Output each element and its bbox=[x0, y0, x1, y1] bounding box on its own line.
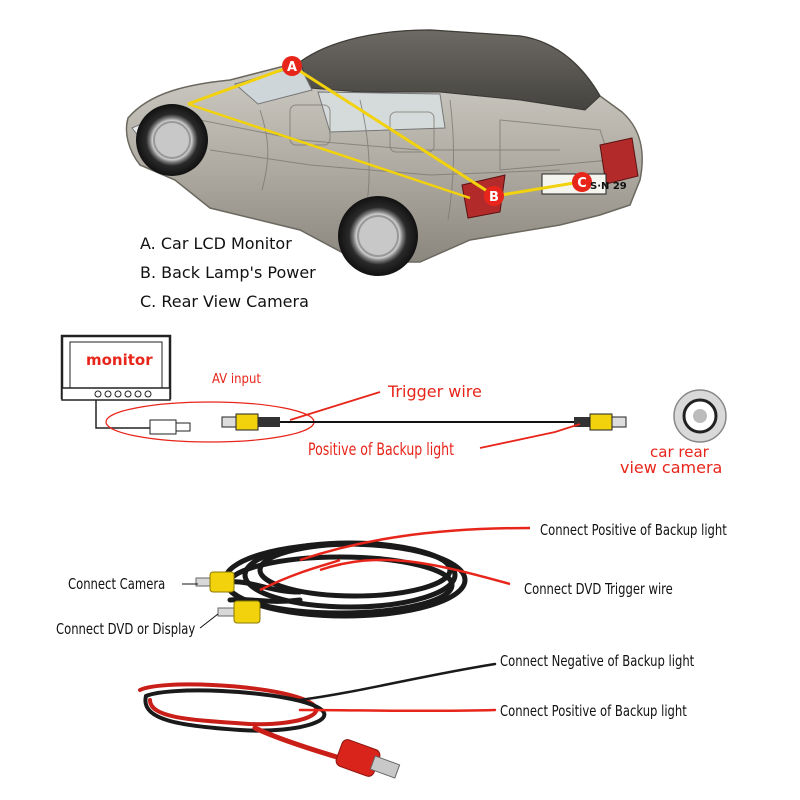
wiring-diagram bbox=[0, 320, 800, 490]
tail-light-left bbox=[461, 174, 506, 219]
connect-negative-label: Connect Negative of Backup light bbox=[500, 652, 695, 670]
rca-plug-left bbox=[221, 413, 280, 431]
monitor-label: monitor bbox=[86, 351, 153, 369]
trigger-wire-label: Trigger wire bbox=[388, 382, 482, 401]
rca-plug-right bbox=[574, 413, 627, 431]
wiring-path bbox=[187, 64, 581, 198]
connect-camera-label: Connect Camera bbox=[68, 575, 166, 593]
svg-text:B: B bbox=[489, 190, 499, 205]
monitor-device bbox=[60, 334, 172, 401]
legend-item-a: A. Car LCD Monitor bbox=[140, 234, 292, 253]
tail-light-right bbox=[599, 137, 639, 185]
connect-dvd-trigger-label: Connect DVD Trigger wire bbox=[524, 580, 673, 598]
connect-positive-power-label: Connect Positive of Backup light bbox=[500, 702, 687, 720]
rca-connector-camera bbox=[195, 571, 235, 593]
rear-camera-device bbox=[673, 389, 727, 443]
marker-b: B bbox=[484, 186, 504, 206]
svg-text:A: A bbox=[287, 60, 297, 75]
legend-item-c: C. Rear View Camera bbox=[140, 292, 309, 311]
dc-power-plug bbox=[335, 739, 401, 779]
rca-cable-photo bbox=[0, 500, 800, 650]
legend-item-b: B. Back Lamp's Power bbox=[140, 263, 316, 282]
plate-text: S·N 29 bbox=[590, 181, 627, 192]
marker-a: A bbox=[282, 56, 302, 76]
car-roof bbox=[299, 29, 601, 111]
positive-backup-label: Positive of Backup light bbox=[308, 440, 455, 460]
rear-wheel bbox=[338, 196, 418, 276]
connect-dvd-display-label: Connect DVD or Display bbox=[56, 620, 196, 638]
rca-connector-display bbox=[217, 600, 261, 624]
camera-label-line2: view camera bbox=[620, 458, 723, 477]
front-wheel bbox=[136, 104, 208, 176]
av-input-label: AV input bbox=[212, 372, 261, 387]
connect-positive-label: Connect Positive of Backup light bbox=[540, 521, 727, 539]
power-cable-photo bbox=[0, 640, 800, 800]
car-illustration: A B C S·N 29 bbox=[0, 0, 800, 320]
marker-c: C bbox=[572, 172, 592, 192]
svg-text:C: C bbox=[577, 176, 587, 191]
camera-label-line1: car rear bbox=[650, 443, 709, 461]
